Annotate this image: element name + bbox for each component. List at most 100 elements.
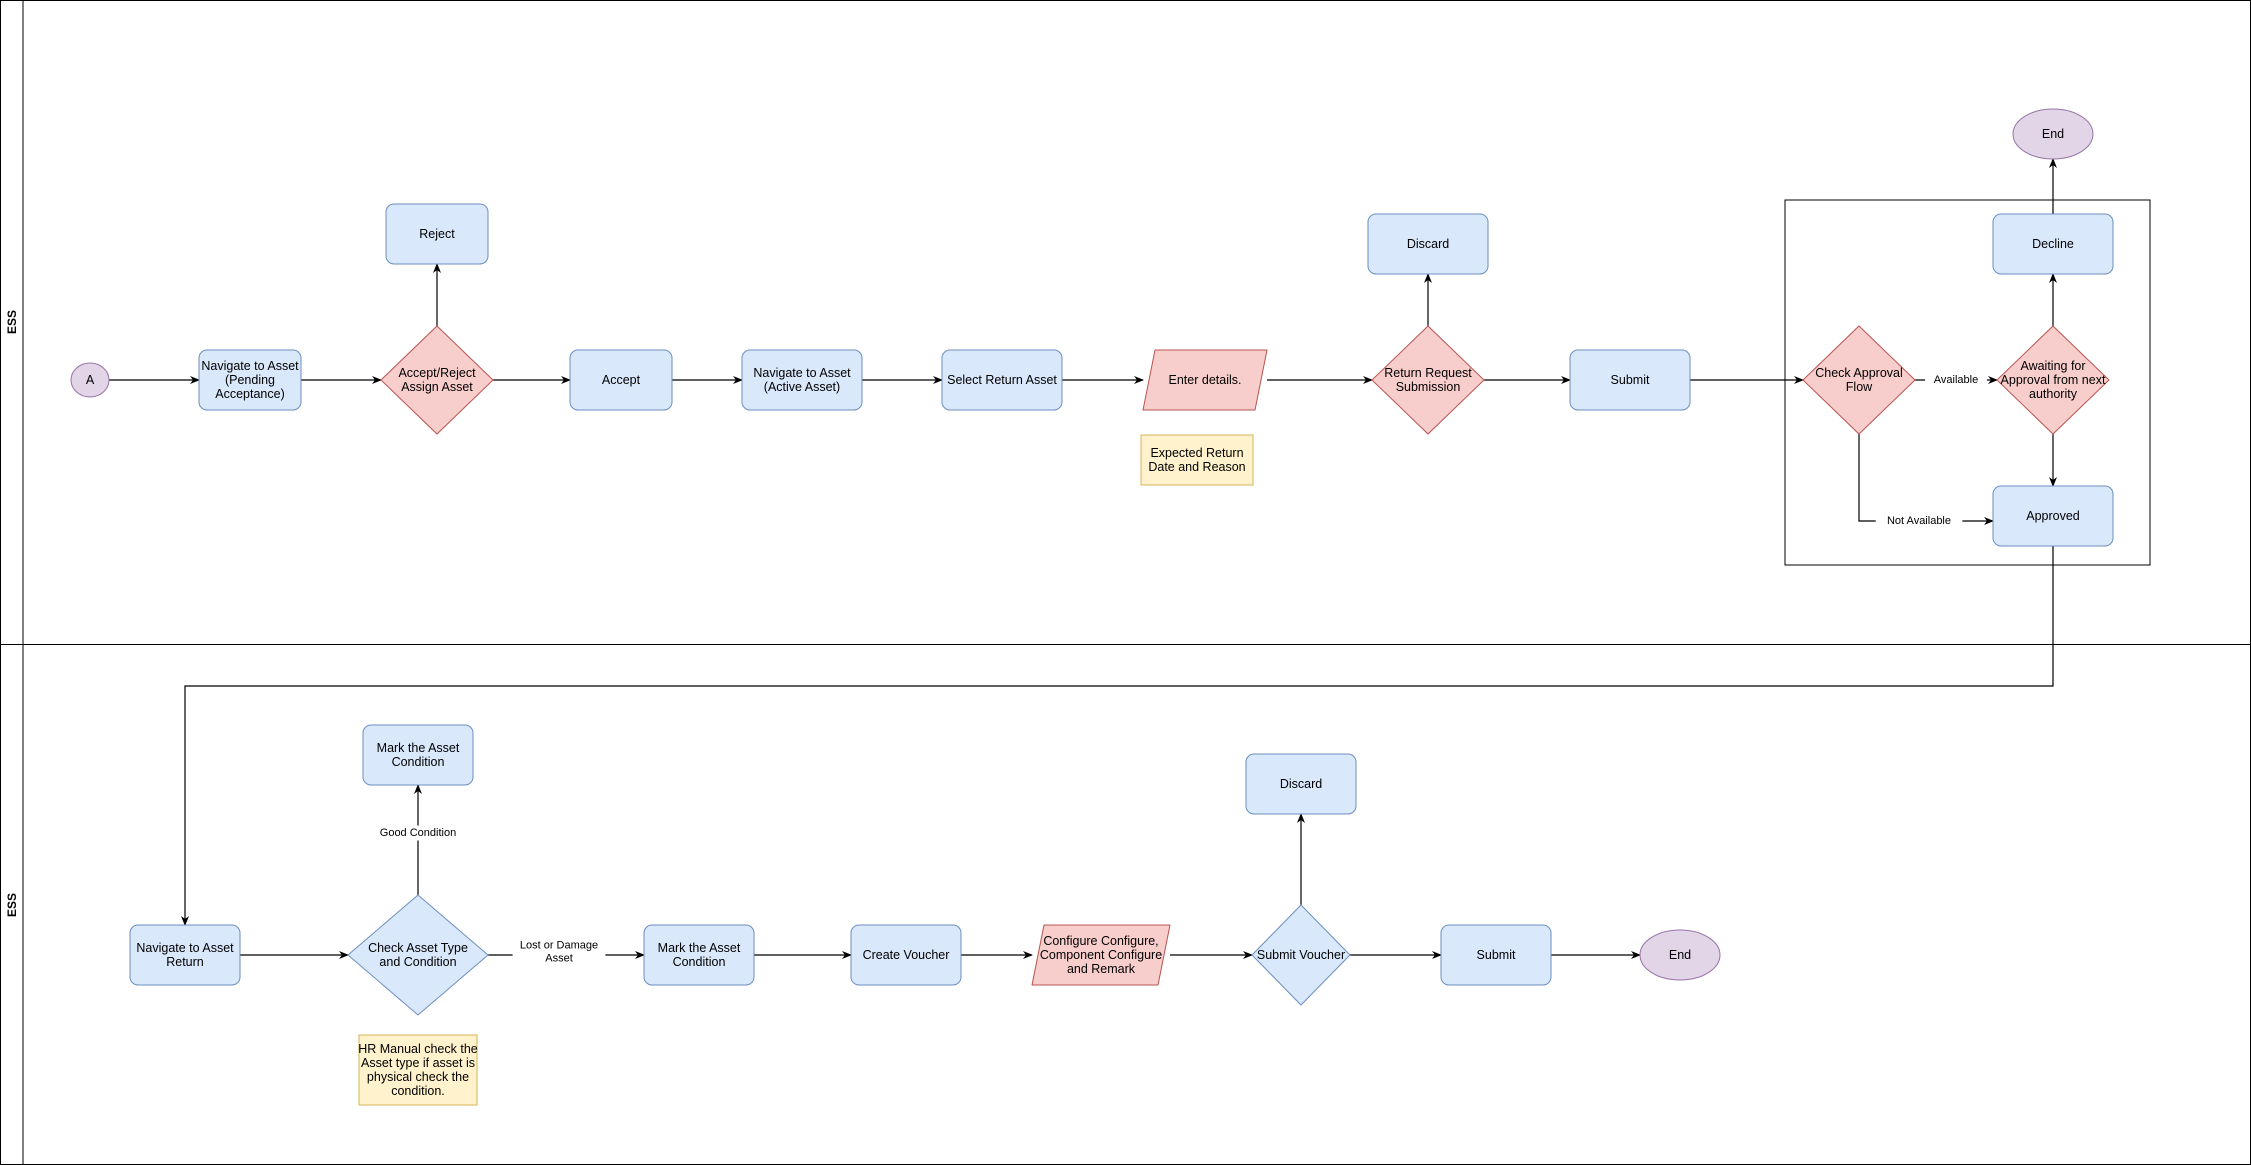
node-shape-nav-return [129,924,241,986]
node-decline[interactable]: Decline [1992,213,2114,275]
node-label-configure: Configure Configure, [1043,934,1158,948]
node-shape-a [70,362,110,398]
node-shape-end2 [1639,929,1721,981]
node-shape-mark-mid [643,924,755,986]
node-discard2[interactable]: Discard [1245,753,1357,815]
node-create-voucher[interactable]: Create Voucher [850,924,962,986]
node-label-nav-active: (Active Asset) [764,380,840,394]
node-submit-voucher[interactable]: Submit Voucher [1251,904,1351,1006]
node-label-select-return: Select Return Asset [947,373,1057,387]
edge-label-bg [1875,513,1963,529]
edge-approved-to-nav-return [181,546,2054,926]
node-label-accept-reject: Assign Asset [401,380,473,394]
node-label-note-hr: Asset type if asset is [361,1056,475,1070]
node-label-check-flow: Check Approval [1815,366,1903,380]
node-shape-end1 [2012,108,2094,160]
approval-group-container [1784,199,2151,566]
edge-label-bg [512,938,606,966]
node-shape-accept-reject [380,325,494,435]
node-label-submit-voucher: Submit Voucher [1257,948,1345,962]
node-label-nav-active: Navigate to Asset [753,366,851,380]
node-label-end1: End [2042,127,2064,141]
node-reject[interactable]: Reject [385,203,489,265]
node-discard1[interactable]: Discard [1367,213,1489,275]
edge-check-flow-to-approved [1858,434,1994,525]
node-shape-approved [1992,485,2114,547]
node-select-return[interactable]: Select Return Asset [941,349,1063,411]
node-label-awaiting: Awaiting for [2020,359,2085,373]
node-approved[interactable]: Approved [1992,485,2114,547]
lane-title-2: ESS [5,893,19,917]
node-end2[interactable]: End [1639,929,1721,981]
node-accept[interactable]: Accept [569,349,673,411]
node-shape-reject [385,203,489,265]
node-label-configure: Component Configure [1040,948,1162,962]
node-label-a: A [86,373,95,387]
node-configure[interactable]: Configure Configure,Component Configurea… [1031,924,1171,986]
node-shape-mark-top [362,724,474,786]
edge-label-line: Asset [545,953,573,965]
node-label-enter-details: Enter details. [1169,373,1242,387]
node-shape-note-expected [1140,434,1254,486]
edge-label-text: Good Condition [380,827,456,839]
edge-label: Good Condition [371,825,465,841]
node-enter-details[interactable]: Enter details. [1142,349,1268,411]
node-label-awaiting: Approval from next [2001,373,2106,387]
node-shape-create-voucher [850,924,962,986]
node-label-note-hr: HR Manual check the [358,1042,478,1056]
edge-label: Available [1925,372,1987,388]
node-label-accept: Accept [602,373,641,387]
node-label-return-req: Submission [1396,380,1461,394]
node-label-nav-pending: (Pending [225,373,275,387]
node-shape-awaiting [1996,325,2110,435]
node-shape-discard2 [1245,753,1357,815]
node-label-nav-pending: Acceptance) [215,387,284,401]
node-shape-nav-active [741,349,863,411]
node-shape-discard1 [1367,213,1489,275]
edge-label-text: Available [1934,374,1978,386]
node-shape-enter-details [1142,349,1268,411]
node-label-accept-reject: Accept/Reject [398,366,476,380]
node-shape-select-return [941,349,1063,411]
node-submit2[interactable]: Submit [1440,924,1552,986]
node-label-check-flow: Flow [1846,380,1873,394]
node-end1[interactable]: End [2012,108,2094,160]
node-a[interactable]: A [70,362,110,398]
node-nav-active[interactable]: Navigate to Asset(Active Asset) [741,349,863,411]
node-label-reject: Reject [419,227,455,241]
node-label-discard1: Discard [1407,237,1449,251]
node-label-nav-return: Navigate to Asset [136,941,234,955]
node-label-awaiting: authority [2029,387,2078,401]
node-label-configure: and Remark [1067,962,1136,976]
swimlane-2: ESS [0,644,2251,1165]
node-shape-nav-pending [198,349,302,411]
node-shape-configure [1031,924,1171,986]
edge-label: Not Available [1875,513,1963,529]
edge-label-text: Not Available [1887,515,1951,527]
node-submit1[interactable]: Submit [1569,349,1691,411]
edge-label-bg [1925,372,1987,388]
node-shape-accept [569,349,673,411]
edge-label-bg [371,825,465,841]
node-label-mark-mid: Mark the Asset [658,941,741,955]
node-label-create-voucher: Create Voucher [863,948,950,962]
node-label-return-req: Return Request [1384,366,1472,380]
node-label-discard2: Discard [1280,777,1322,791]
node-label-submit1: Submit [1611,373,1650,387]
node-label-approved: Approved [2026,509,2080,523]
node-shape-check-flow [1802,325,1916,435]
